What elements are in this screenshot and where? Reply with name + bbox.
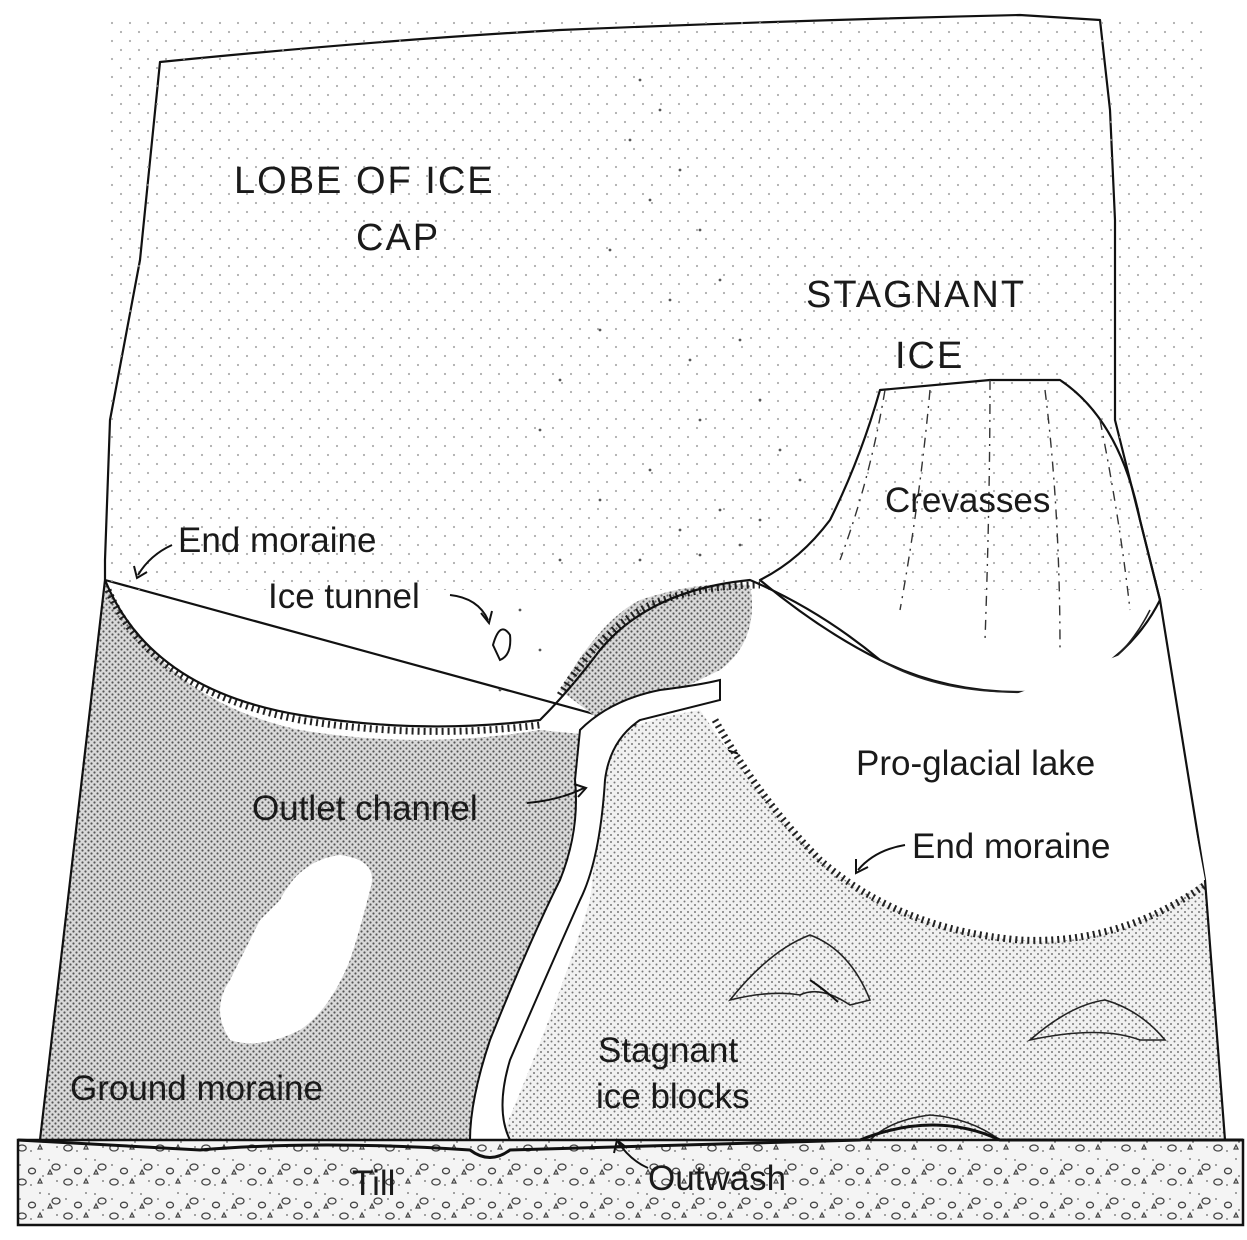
- cross-section-till-band: [18, 1140, 1243, 1225]
- label-stagnant-line1: STAGNANT: [806, 274, 1026, 316]
- label-outwash: Outwash: [648, 1159, 786, 1198]
- label-outlet-channel: Outlet channel: [252, 789, 478, 828]
- label-lobe-line2: CAP: [356, 217, 440, 259]
- ice-tunnel-arrow: [450, 595, 488, 620]
- label-till: Till: [352, 1164, 395, 1203]
- label-end-moraine-left: End moraine: [178, 521, 376, 560]
- label-ground-moraine: Ground moraine: [70, 1069, 323, 1108]
- label-ice-tunnel: Ice tunnel: [268, 577, 420, 616]
- label-stagnant-blocks-line1: Stagnant: [598, 1031, 738, 1070]
- label-crevasses: Crevasses: [885, 481, 1050, 520]
- label-lobe-line1: LOBE OF ICE: [234, 160, 495, 202]
- label-proglacial-lake: Pro-glacial lake: [856, 744, 1095, 783]
- label-end-moraine-right: End moraine: [912, 827, 1110, 866]
- ice-tunnel-opening: [493, 629, 510, 660]
- label-stagnant-line2: ICE: [895, 335, 964, 377]
- label-stagnant-blocks-line2: ice blocks: [596, 1077, 750, 1116]
